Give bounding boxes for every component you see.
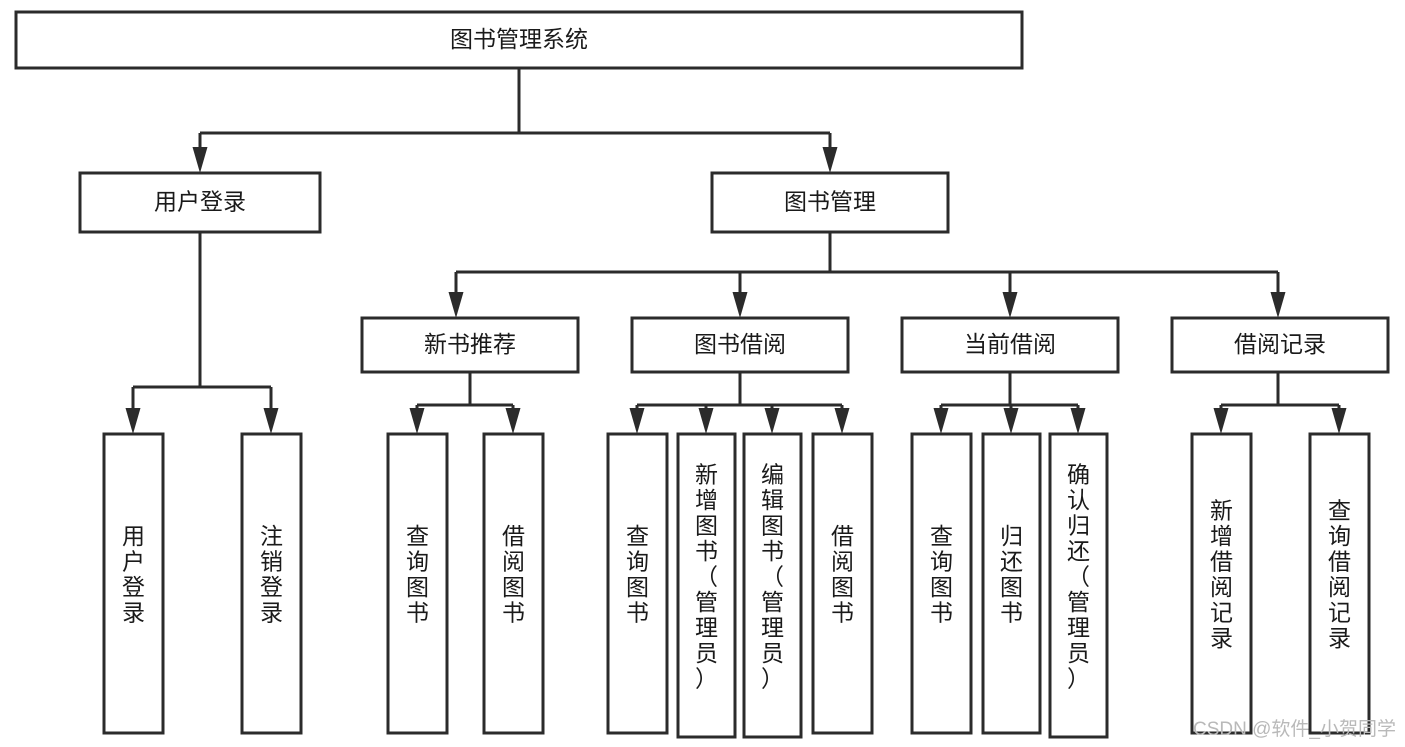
node-leaf-logout[interactable]: 注销登录 [240,432,303,735]
connector-group-book-manage [448,232,1286,318]
arrow-head-icon [448,292,464,318]
node-box[interactable] [630,316,850,374]
node-label: 用户登录 [122,523,145,626]
node-box[interactable] [742,432,803,739]
arrow-head-icon [629,408,645,434]
node-label: 图书管理系统 [450,26,588,52]
csdn-watermark: CSDN @软件_小贺同学 [1193,718,1396,740]
node-new-book-rec[interactable]: 新书推荐 [360,316,580,374]
arrow-head-icon [933,408,949,434]
node-label: 新增图书（管理员） [695,461,718,691]
node-box[interactable] [1308,432,1371,735]
node-box[interactable] [240,432,303,735]
arrow-head-icon [125,408,141,434]
node-root[interactable]: 图书管理系统 [14,10,1024,70]
node-label: 查询图书 [626,523,649,626]
node-user-login[interactable]: 用户登录 [78,171,322,234]
node-box[interactable] [1170,316,1390,374]
node-label: 用户登录 [154,189,246,215]
node-box[interactable] [900,316,1120,374]
connector-group-borrow-record [1213,372,1347,434]
node-box[interactable] [386,432,449,735]
node-box[interactable] [482,432,545,735]
node-leaf-edit-book[interactable]: 编辑图书（管理员） [742,432,803,739]
watermark-layer: CSDN @软件_小贺同学 [1193,718,1396,740]
node-box[interactable] [1190,432,1253,735]
arrow-head-icon [698,408,714,434]
node-label: 图书借阅 [694,331,786,357]
node-box[interactable] [811,432,874,735]
connector-group-book-borrow [629,372,850,434]
connector-layer [125,68,1347,434]
node-leaf-user-login[interactable]: 用户登录 [102,432,165,735]
arrow-head-icon [1270,292,1286,318]
node-leaf-query-record[interactable]: 查询借阅记录 [1308,432,1371,735]
node-label: 查询图书 [930,523,953,626]
node-leaf-query-book-1[interactable]: 查询图书 [386,432,449,735]
node-label: 图书管理 [784,189,876,215]
arrow-head-icon [1331,408,1347,434]
node-label: 借阅记录 [1234,331,1326,357]
node-label: 新增借阅记录 [1210,498,1233,652]
node-label: 查询图书 [406,523,429,626]
node-leaf-borrow-book-1[interactable]: 借阅图书 [482,432,545,735]
node-box[interactable] [676,432,737,739]
node-leaf-return-book[interactable]: 归还图书 [981,432,1042,735]
connector-group-new-book-rec [409,372,521,434]
node-box[interactable] [710,171,950,234]
arrow-head-icon [263,408,279,434]
arrow-head-icon [1002,292,1018,318]
node-box[interactable] [360,316,580,374]
node-box[interactable] [78,171,322,234]
arrow-head-icon [1213,408,1229,434]
node-box[interactable] [606,432,669,735]
arrow-head-icon [409,408,425,434]
arrow-head-icon [1003,408,1019,434]
arrow-head-icon [505,408,521,434]
node-label: 查询借阅记录 [1328,498,1351,652]
arrow-head-icon [732,292,748,318]
node-leaf-add-record[interactable]: 新增借阅记录 [1190,432,1253,735]
arrow-head-icon [822,147,838,173]
node-leaf-query-book-2[interactable]: 查询图书 [606,432,669,735]
node-book-borrow[interactable]: 图书借阅 [630,316,850,374]
node-book-manage[interactable]: 图书管理 [710,171,950,234]
node-borrow-record[interactable]: 借阅记录 [1170,316,1390,374]
connector-group-current-borrow [933,372,1086,434]
node-leaf-query-book-3[interactable]: 查询图书 [910,432,973,735]
node-layer: 图书管理系统用户登录图书管理新书推荐图书借阅当前借阅借阅记录用户登录注销登录查询… [14,10,1390,739]
node-label: 新书推荐 [424,331,516,357]
node-label: 借阅图书 [831,523,854,626]
node-label: 借阅图书 [502,523,525,626]
node-leaf-add-book[interactable]: 新增图书（管理员） [676,432,737,739]
node-box[interactable] [910,432,973,735]
connector-group-root [192,68,838,173]
arrow-head-icon [834,408,850,434]
node-label: 注销登录 [260,523,283,626]
node-label: 当前借阅 [964,331,1056,357]
arrow-head-icon [1070,408,1086,434]
node-label: 归还图书 [1000,523,1023,626]
node-box[interactable] [14,10,1024,70]
arrow-head-icon [192,147,208,173]
node-label: 确认归还（管理员） [1067,461,1090,691]
connector-group-user-login [125,232,279,434]
node-current-borrow[interactable]: 当前借阅 [900,316,1120,374]
node-label: 编辑图书（管理员） [761,461,784,691]
node-leaf-confirm-return[interactable]: 确认归还（管理员） [1048,432,1109,739]
arrow-head-icon [764,408,780,434]
node-box[interactable] [102,432,165,735]
node-box[interactable] [981,432,1042,735]
node-leaf-borrow-book-2[interactable]: 借阅图书 [811,432,874,735]
node-box[interactable] [1048,432,1109,739]
